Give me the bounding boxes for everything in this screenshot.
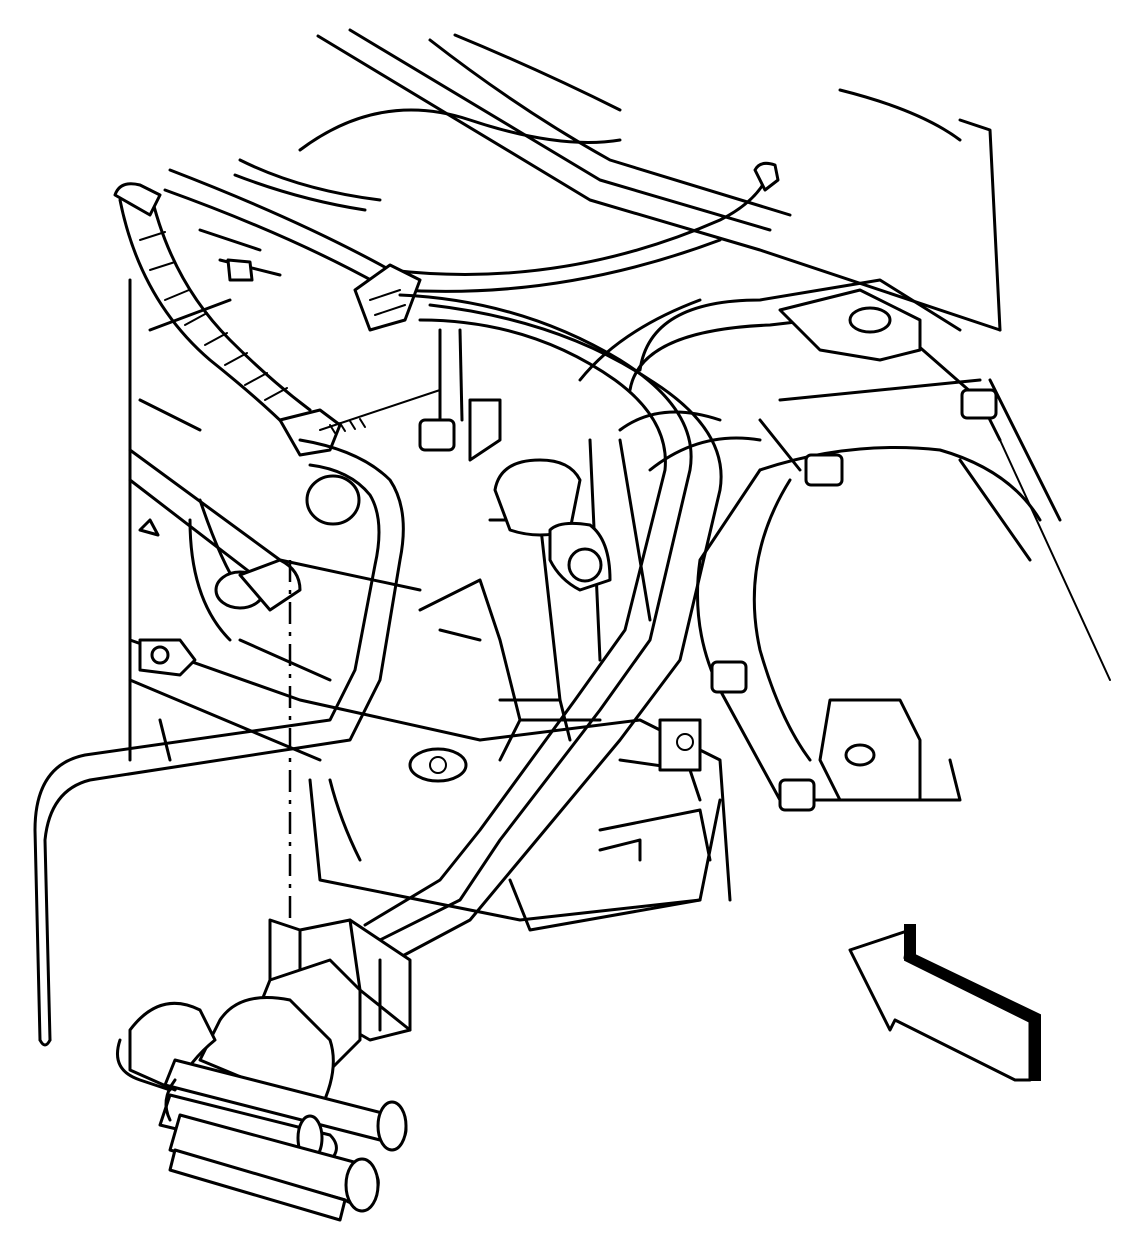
bell-housing-bolts [418,388,998,812]
bolt-icon [960,388,998,420]
transmission-oil-pan [308,718,732,932]
bolt-icon [418,418,456,452]
harness-clip [353,263,422,332]
transmission-case [418,328,652,762]
bolt-icon [804,453,844,487]
mount-bracket [778,288,922,802]
wiring-harness [113,182,441,457]
cooler-line-upper [363,293,723,962]
view-direction-arrow-icon [848,924,1041,1082]
bolt-icon [778,778,816,812]
cooler-hoses [116,958,408,1222]
bolt-icon [710,660,748,694]
upper-cables [163,161,780,332]
engine-structure [233,28,1111,681]
cooler-line-lower [33,438,405,1047]
engine-block-left [128,278,482,762]
